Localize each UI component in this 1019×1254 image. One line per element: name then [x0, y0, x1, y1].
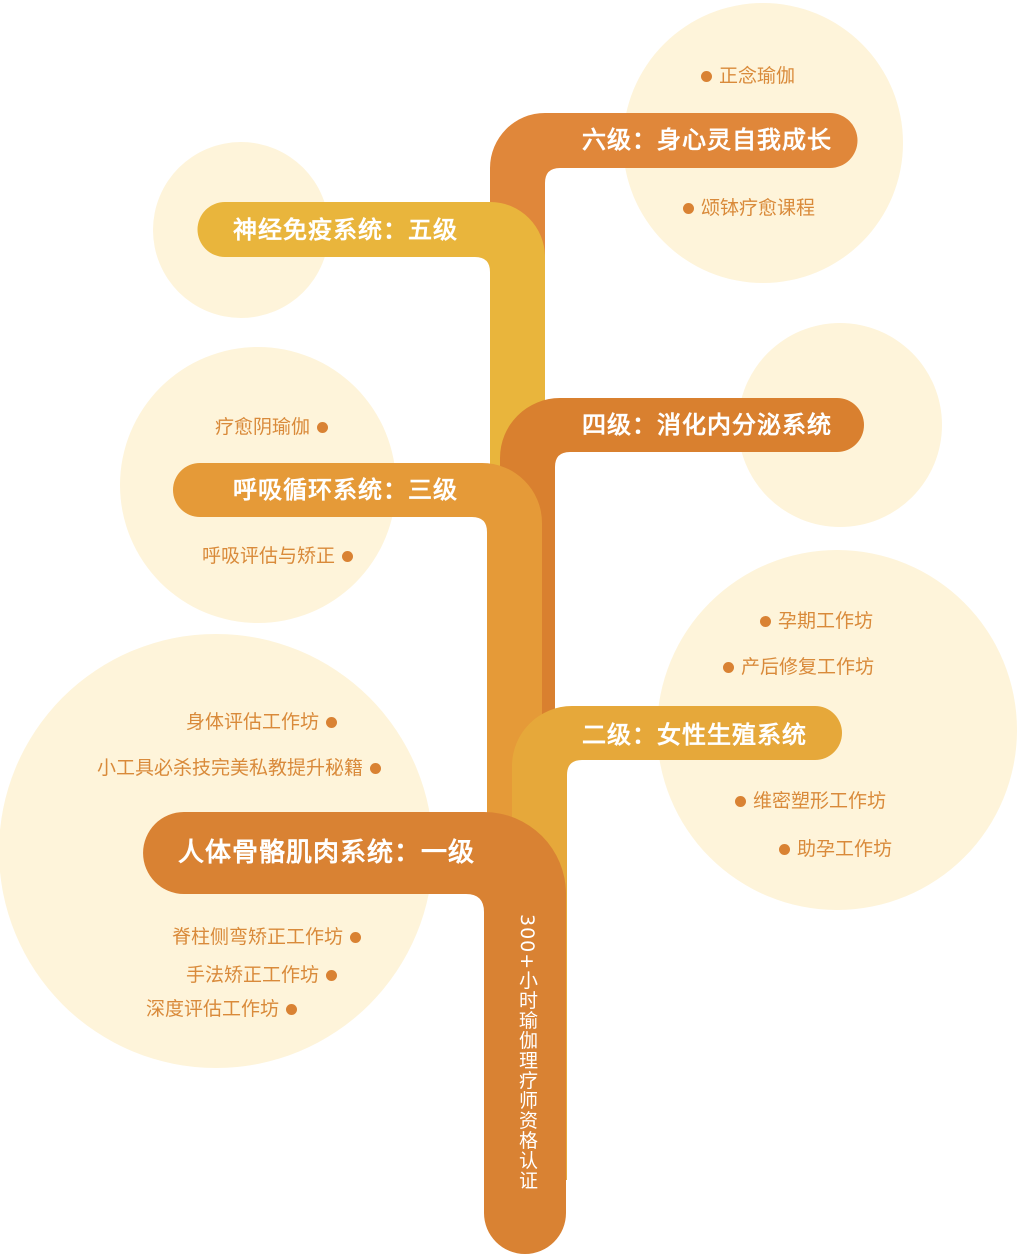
- bullet-icon: [779, 843, 790, 855]
- level4-title: 四级：消化内分泌系统: [582, 411, 832, 439]
- level1-title: 人体骨骼肌肉系统：一级: [178, 838, 476, 868]
- list-item: 身体评估工作坊: [186, 710, 337, 734]
- bullet-icon: [701, 70, 712, 82]
- item-label: 手法矫正工作坊: [185, 964, 319, 986]
- bullet-icon: [342, 550, 353, 562]
- list-item: 手法矫正工作坊: [186, 963, 337, 987]
- bullet-icon: [735, 795, 746, 807]
- bullet-icon: [326, 969, 337, 981]
- level3-title: 呼吸循环系统：三级: [233, 476, 458, 504]
- item-label: 正念瑜伽: [719, 65, 796, 87]
- item-label: 身体评估工作坊: [185, 711, 319, 733]
- list-item: 正念瑜伽: [701, 64, 795, 88]
- item-label: 脊柱侧弯矫正工作坊: [171, 926, 343, 948]
- item-label: 维密塑形工作坊: [753, 790, 887, 812]
- bullet-icon: [683, 202, 694, 214]
- item-label: 呼吸评估与矫正: [201, 545, 335, 567]
- branch-level3: [173, 463, 542, 840]
- bullet-icon: [286, 1003, 297, 1015]
- list-item: 颂钵疗愈课程: [683, 196, 815, 220]
- list-item: 孕期工作坊: [760, 609, 873, 633]
- list-item: 脊柱侧弯矫正工作坊: [172, 925, 361, 949]
- list-item: 疗愈阴瑜伽: [215, 415, 328, 439]
- list-item: 产后修复工作坊: [723, 655, 874, 679]
- item-label: 孕期工作坊: [778, 610, 874, 632]
- list-item: 深度评估工作坊: [146, 997, 297, 1021]
- list-item: 呼吸评估与矫正: [202, 544, 353, 568]
- list-item: 维密塑形工作坊: [735, 789, 886, 813]
- level2-title: 二级：女性生殖系统: [582, 721, 807, 749]
- item-label: 产后修复工作坊: [741, 656, 875, 678]
- bullet-icon: [326, 716, 337, 728]
- bullet-icon: [317, 421, 328, 433]
- bullet-icon: [350, 931, 361, 943]
- list-item: 小工具必杀技完美私教提升秘籍: [97, 756, 381, 780]
- bullet-icon: [370, 762, 381, 774]
- level5-title: 神经免疫系统：五级: [233, 216, 458, 244]
- list-item: 助孕工作坊: [779, 837, 892, 861]
- bullet-icon: [760, 615, 771, 627]
- bullet-icon: [723, 661, 734, 673]
- item-label: 助孕工作坊: [797, 838, 893, 860]
- branch-level1: [143, 812, 566, 1254]
- item-label: 颂钵疗愈课程: [701, 197, 816, 219]
- item-label: 疗愈阴瑜伽: [214, 416, 310, 438]
- trunk-label: 300+小时瑜伽理疗师资格认证: [516, 914, 538, 1191]
- item-label: 小工具必杀技完美私教提升秘籍: [96, 757, 363, 779]
- item-label: 深度评估工作坊: [145, 998, 279, 1020]
- level6-title: 六级：身心灵自我成长: [582, 126, 832, 154]
